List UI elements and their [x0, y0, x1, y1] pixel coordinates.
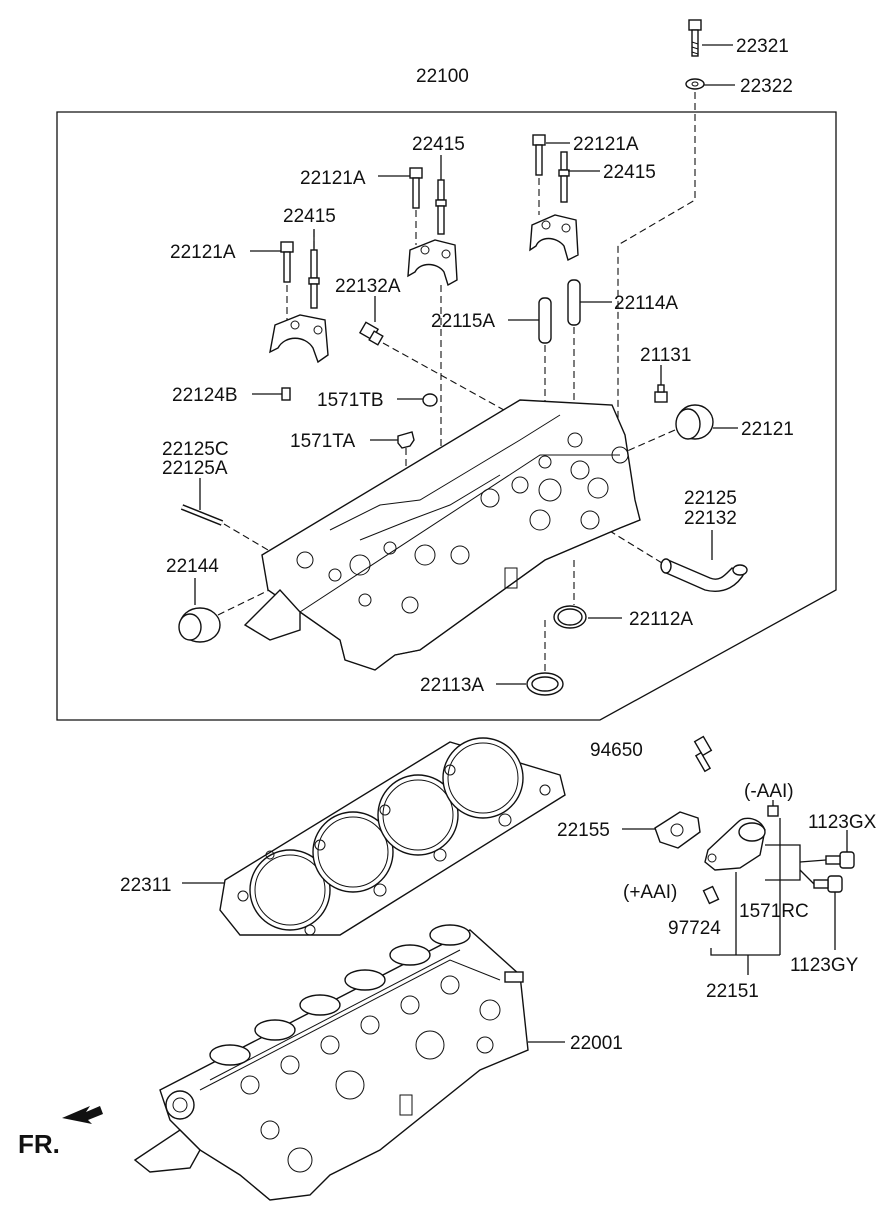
- label-22113A[interactable]: 22113A: [420, 675, 484, 696]
- label-22132A[interactable]: 22132A: [335, 276, 401, 297]
- label-22125A[interactable]: 22125A: [162, 458, 228, 479]
- label-22144[interactable]: 22144: [166, 556, 219, 577]
- label-94650[interactable]: 94650: [590, 740, 643, 761]
- label-fr: FR.: [18, 1129, 60, 1159]
- plug-22121[interactable]: [675, 404, 714, 440]
- water-outlet-22151[interactable]: [704, 817, 766, 871]
- bolt-1123GX[interactable]: [825, 851, 855, 869]
- cam-cap-left[interactable]: [269, 314, 329, 364]
- callout-labels: 22321 22322 22100 22415 22121A 22121A 22…: [18, 36, 877, 1159]
- seal-ring-22112A[interactable]: [553, 605, 587, 629]
- label-1571TA[interactable]: 1571TA: [290, 431, 355, 452]
- label-22100[interactable]: 22100: [416, 66, 469, 87]
- label-22112A[interactable]: 22112A: [629, 609, 693, 630]
- bolt-22121A-middle[interactable]: [409, 167, 423, 209]
- label-22415-top[interactable]: 22415: [412, 134, 465, 155]
- label-1571RC[interactable]: 1571RC: [739, 901, 809, 922]
- assembly-frame: [56, 111, 837, 721]
- label-22125C[interactable]: 22125C: [162, 439, 229, 460]
- bolt-22121A-right[interactable]: [532, 134, 546, 176]
- oil-seal-22144[interactable]: [178, 607, 221, 643]
- label-22155[interactable]: 22155: [557, 820, 610, 841]
- bolt-22121A-left[interactable]: [280, 241, 294, 283]
- label-22415-left[interactable]: 22415: [283, 206, 336, 227]
- label-97724[interactable]: 97724: [668, 918, 721, 939]
- label-22125[interactable]: 22125: [684, 488, 737, 509]
- front-arrow-icon: [62, 1106, 103, 1124]
- label-22321[interactable]: 22321: [736, 36, 789, 57]
- stud-22415-left[interactable]: [308, 249, 320, 309]
- head-gasket-22311[interactable]: [219, 737, 566, 936]
- stud-22415-right[interactable]: [558, 151, 570, 203]
- plug-1571TB[interactable]: [422, 393, 438, 407]
- label-22311[interactable]: 22311: [120, 875, 171, 896]
- cylinder-head-bare[interactable]: [243, 399, 641, 671]
- bolt-1123GY[interactable]: [813, 875, 843, 893]
- label-22114A[interactable]: 22114A: [614, 293, 678, 314]
- plug-1571RC[interactable]: [767, 805, 779, 817]
- pin-22124B[interactable]: [281, 387, 291, 401]
- label-22121A-right[interactable]: 22121A: [573, 134, 639, 155]
- label-22132[interactable]: 22132: [684, 508, 737, 529]
- label-22121A-left[interactable]: 22121A: [170, 242, 236, 263]
- plug-1571TA[interactable]: [397, 431, 415, 449]
- valve-guide-22114A[interactable]: [567, 279, 581, 326]
- label-22322[interactable]: 22322: [740, 76, 793, 97]
- stud-22415-middle[interactable]: [435, 179, 447, 235]
- label-1571TB[interactable]: 1571TB: [317, 390, 384, 411]
- cam-cap-middle[interactable]: [407, 239, 458, 287]
- seal-ring-22113A[interactable]: [526, 672, 564, 696]
- label-aai-plus[interactable]: (+AAI): [623, 882, 677, 903]
- cam-cap-right[interactable]: [529, 214, 579, 262]
- pipe-22132[interactable]: [660, 558, 748, 592]
- cylinder-head-assembly-22001[interactable]: [133, 924, 529, 1201]
- label-21131[interactable]: 21131: [640, 345, 691, 366]
- gasket-22155[interactable]: [654, 811, 701, 849]
- label-22001[interactable]: 22001: [570, 1033, 623, 1054]
- stud-22125C[interactable]: [180, 504, 224, 526]
- sensor-97724[interactable]: [702, 885, 720, 905]
- label-1123GX[interactable]: 1123GX: [808, 812, 877, 833]
- label-1123GY[interactable]: 1123GY: [790, 955, 859, 976]
- valve-guide-22115A[interactable]: [538, 297, 552, 344]
- label-22124B[interactable]: 22124B: [172, 385, 238, 406]
- bolt-21131[interactable]: [654, 384, 668, 403]
- label-22121A-middle[interactable]: 22121A: [300, 168, 366, 189]
- sensor-94650[interactable]: [693, 735, 713, 773]
- label-22115A[interactable]: 22115A: [431, 311, 495, 332]
- label-22415-right[interactable]: 22415: [603, 162, 656, 183]
- washer-22322[interactable]: [685, 78, 705, 90]
- label-22151[interactable]: 22151: [706, 981, 759, 1002]
- plug-22132A[interactable]: [358, 321, 384, 346]
- bolt-22321[interactable]: [688, 19, 702, 57]
- label-22121[interactable]: 22121: [741, 419, 794, 440]
- label-aai-minus[interactable]: (-AAI): [744, 781, 794, 802]
